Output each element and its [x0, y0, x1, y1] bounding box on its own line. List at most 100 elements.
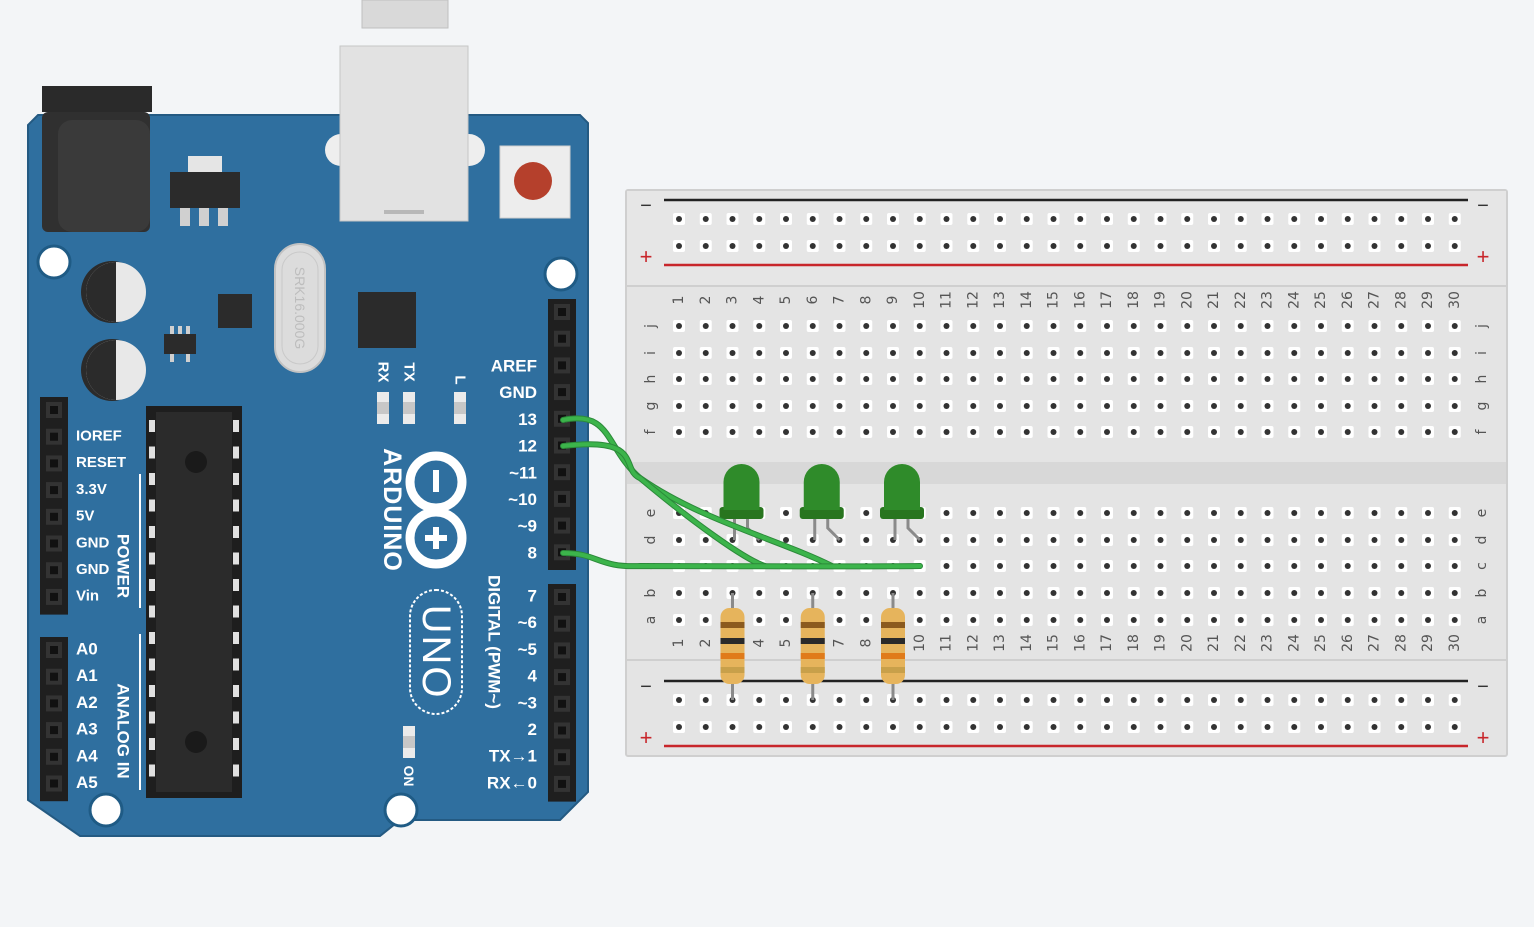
led-lens [884, 464, 920, 510]
jumper-wire-pin-8[interactable] [561, 551, 922, 569]
breadboard-label: 28 [1393, 634, 1409, 652]
breadboard-label: 20 [1179, 634, 1195, 652]
header-socket-hole [558, 726, 566, 735]
arduino-logo [405, 451, 467, 569]
rail-minus-symbol: − [640, 676, 652, 698]
led-green[interactable] [880, 464, 924, 542]
breadboard-label: 1 [671, 639, 687, 648]
header-socket-hole [558, 699, 566, 708]
rx-led-label: RX [375, 362, 392, 383]
usb-controller-chip [358, 292, 416, 348]
resistor[interactable] [881, 593, 905, 700]
pin-label: 13 [518, 410, 537, 429]
breadboard-label: 29 [1420, 291, 1436, 309]
pin-label: ~6 [518, 613, 537, 632]
header-socket-hole [50, 592, 58, 601]
on-led-label: ON [401, 766, 417, 787]
breadboard-label: 26 [1340, 291, 1356, 309]
pin-label: RESET [76, 454, 126, 471]
breadboard-label: 26 [1340, 634, 1356, 652]
power-label: POWER [114, 534, 133, 598]
pin-label: A0 [76, 640, 98, 659]
breadboard-label: 9 [885, 296, 901, 305]
pin-label: IOREF [76, 428, 122, 445]
breadboard-label: 23 [1260, 634, 1276, 652]
chip-pin [149, 658, 155, 671]
reset-button[interactable] [499, 145, 571, 219]
pin-label: A1 [76, 666, 98, 685]
chip-pin [233, 499, 239, 512]
breadboard-label: 10 [912, 291, 928, 309]
chip-pin [233, 632, 239, 644]
breadboard-label: f [1474, 428, 1490, 434]
chip-pin [149, 764, 155, 777]
breadboard-label: e [643, 509, 659, 518]
header-socket-hole [558, 308, 566, 316]
analog-header [40, 637, 68, 802]
breadboard-label: 29 [1420, 634, 1436, 652]
digital-header-lower [548, 584, 576, 802]
rail-plus-symbol: + [640, 725, 653, 750]
breadboard-label: 21 [1206, 634, 1222, 652]
breadboard-label: 14 [1019, 291, 1035, 309]
rail-plus-symbol: + [1477, 244, 1490, 269]
header-socket-hole [558, 388, 566, 397]
power-header [40, 397, 68, 615]
crystal-oscillator: SRK16.000G [274, 243, 326, 373]
breadboard-label: f [643, 428, 659, 434]
breadboard-label: 19 [1153, 634, 1169, 652]
crystal-marking: SRK16.000G [292, 267, 308, 350]
voltage-regulator [170, 156, 240, 226]
breadboard-label: 1 [671, 296, 687, 305]
breadboard-label: 30 [1447, 634, 1463, 652]
breadboard-label: 13 [992, 634, 1008, 652]
header-socket-hole [50, 539, 58, 548]
resistor[interactable] [720, 593, 745, 700]
chip-pin [233, 446, 239, 459]
breadboard-label: g [643, 402, 659, 411]
header-socket-hole [50, 779, 58, 788]
pin-label: 2 [528, 720, 537, 739]
breadboard-label: 6 [805, 295, 821, 304]
chip-pin [149, 632, 155, 644]
breadboard-label: 18 [1126, 291, 1142, 309]
breadboard-label: 2 [698, 296, 714, 305]
chip-pin [149, 738, 155, 750]
header-socket-hole [50, 566, 58, 575]
capacitor [81, 339, 146, 401]
breadboard-label: 5 [778, 639, 794, 648]
chip-pin [233, 473, 239, 485]
chip-pin [149, 605, 155, 618]
arduino-brand-text: ARDUINO [378, 448, 406, 572]
mounting-hole [383, 792, 419, 828]
chip-pin [233, 579, 239, 591]
header-socket-hole [50, 432, 58, 441]
pin-label: AREF [491, 357, 537, 376]
breadboard[interactable]: − − + + − − + + 112233445566778899101011… [625, 189, 1508, 757]
breadboard-label: i [643, 351, 659, 355]
rail-plus-symbol: + [1477, 725, 1490, 750]
chip-pin [233, 526, 239, 538]
led-green[interactable] [799, 464, 844, 542]
header-socket-hole [50, 486, 58, 495]
dc-power-jack [42, 86, 152, 232]
l-led-label: L [452, 375, 469, 384]
breadboard-label: 11 [939, 634, 955, 652]
center-channel [627, 462, 1506, 484]
breadboard-label: 4 [751, 638, 767, 647]
chip-pin [233, 552, 239, 565]
breadboard-label: 14 [1019, 634, 1035, 652]
jumper-wire-pin-12[interactable] [561, 442, 767, 568]
header-socket-hole [558, 646, 566, 655]
resistor[interactable] [800, 593, 825, 700]
chip-pin [149, 526, 155, 538]
arduino-uno-board[interactable]: SRK16.000G RX TX L ON ARDUINO [27, 0, 589, 837]
breadboard-label: 12 [965, 291, 981, 309]
pin-label: 3.3V [76, 481, 107, 498]
chip-pin [233, 605, 239, 618]
rail-minus-symbol: − [1477, 195, 1489, 217]
header-socket-hole [558, 521, 566, 530]
pin-label: Vin [76, 588, 99, 605]
pin-label: 8 [528, 543, 537, 562]
